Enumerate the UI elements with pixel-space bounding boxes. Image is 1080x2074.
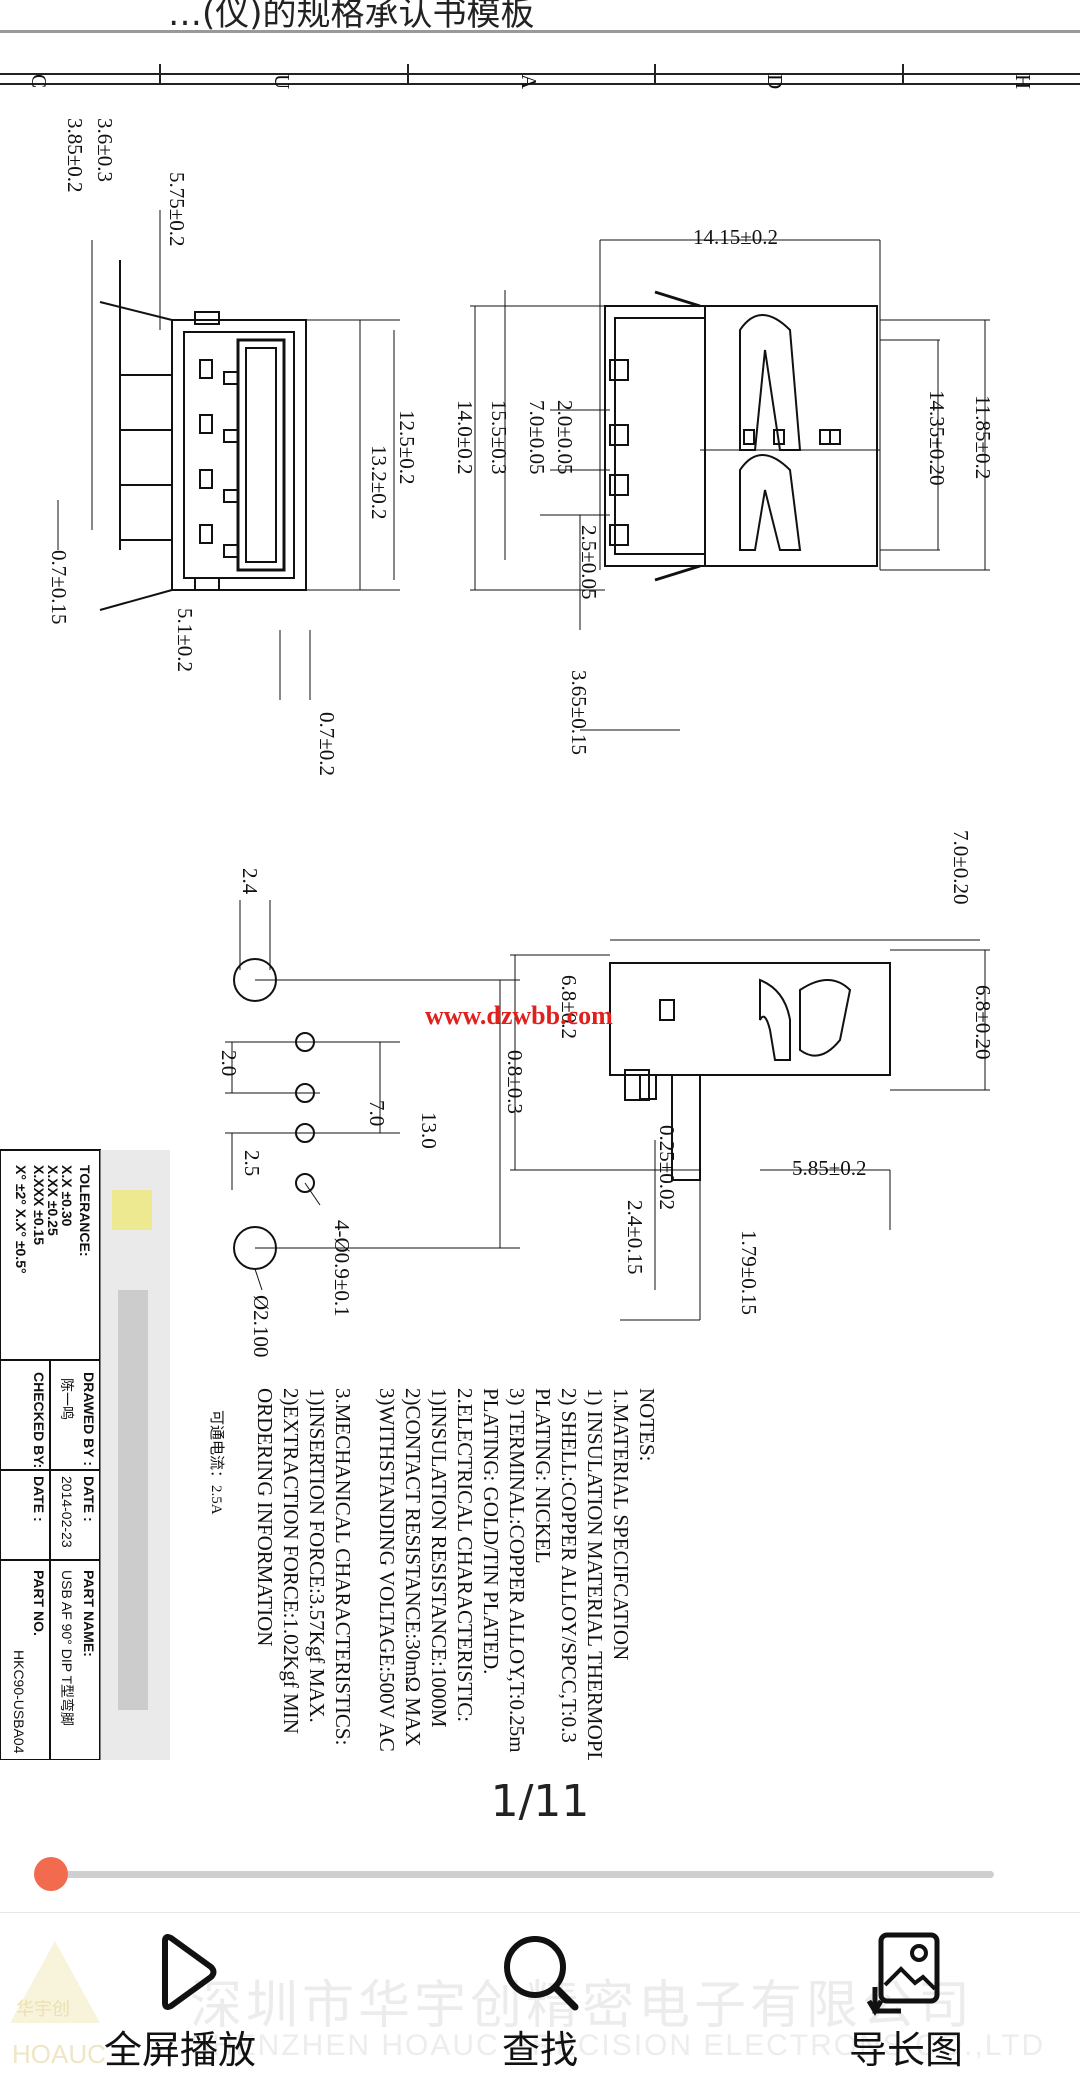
part-name-label: PART NAME:	[81, 1570, 97, 1657]
grid-letter-h: H	[1011, 74, 1035, 89]
dim-0-7-015: 0.7±0.15	[47, 550, 71, 625]
slider-track[interactable]	[44, 1871, 994, 1878]
fp-dim-mount: Ø2.100	[249, 1295, 273, 1357]
svg-text:2.ELECTRICAL CHARACTERISTIC:: 2.ELECTRICAL CHARACTERISTIC:	[453, 1388, 477, 1722]
blurred-area	[100, 1150, 170, 1760]
dim-11-85: 11.85±0.2	[971, 395, 995, 479]
dim-2-0: 2.0±0.05	[553, 400, 577, 475]
svg-text:1) INSULATION MATERIAL THERMOP: 1) INSULATION MATERIAL THERMOPLAS	[583, 1388, 607, 1760]
export-long-image-label: 导长图	[848, 2028, 963, 2072]
fp-dim-7-0: 7.0	[365, 1100, 389, 1126]
dim-7-0-020: 7.0±0.20	[949, 830, 973, 905]
dim-14-0: 14.0±0.2	[453, 400, 477, 475]
find-button[interactable]: 查找	[420, 1927, 660, 2072]
date-value: 2014-02-23	[59, 1476, 75, 1548]
dim-14-15: 14.15±0.2	[693, 225, 778, 249]
grid-letter-u: U	[270, 74, 294, 89]
grid-letter-d: D	[763, 74, 787, 89]
dim-5-75: 5.75±0.2	[165, 172, 189, 247]
svg-text:3) TERMINAL:COPPER ALLOY,T:0.2: 3) TERMINAL:COPPER ALLOY,T:0.25m	[505, 1388, 529, 1753]
fullscreen-play-button[interactable]: 全屏播放	[60, 1927, 300, 2072]
dim-2-4-015: 2.4±0.15	[623, 1200, 647, 1275]
find-label: 查找	[501, 2028, 578, 2072]
grid-letter-c: C	[27, 74, 51, 88]
dim-0-7-02: 0.7±0.2	[315, 712, 339, 776]
svg-text:华宇创: 华宇创	[16, 1999, 70, 2020]
part-name-value: USB AF 90° DIP T型弯脚	[59, 1570, 75, 1726]
dim-6-8-02: 6.8±0.2	[557, 975, 581, 1039]
company-watermark: 深圳市华宇创精密电子有限公司	[190, 1976, 975, 2036]
dim-0-8: 0.8±0.3	[503, 1050, 527, 1114]
footprint-view	[225, 900, 520, 1291]
svg-text:ORDERING INFORMATION: ORDERING INFORMATION	[253, 1388, 277, 1646]
svg-text:1)INSULATION RESISTANCE:1000M: 1)INSULATION RESISTANCE:1000M	[427, 1388, 451, 1728]
dim-12-5: 12.5±0.2	[395, 410, 419, 485]
fp-dim-13-0: 13.0	[417, 1112, 441, 1149]
dim-5-85: 5.85±0.2	[792, 1156, 867, 1180]
search-icon	[504, 1936, 579, 2011]
bottom-toolbar: 华宇创 HOAUC 深圳市华宇创精密电子有限公司 SHENZHEN HOAUC …	[0, 1912, 1080, 2074]
svg-text:3)WITHSTANDING VOLTAGE:500V AC: 3)WITHSTANDING VOLTAGE:500V AC	[375, 1388, 399, 1752]
svg-text:HOAUC: HOAUC	[12, 2039, 106, 2069]
dim-1-79: 1.79±0.15	[737, 1230, 761, 1315]
fp-dim-2-5: 2.5	[240, 1150, 264, 1176]
fp-dim-holes: 4-Ø0.9±0.1	[330, 1220, 354, 1317]
dim-15-5: 15.5±0.3	[487, 400, 511, 475]
current-note: 可通电流：2.5A	[208, 1410, 225, 1515]
part-no-label: PART NO.	[31, 1570, 47, 1636]
notes-block: NOTES: 1.MATERIAL SPECIFCATION 1) INSULA…	[253, 1388, 659, 1760]
dim-3-65: 3.65±0.15	[567, 670, 591, 755]
top-strip: …(仪)的规格承认书模板	[0, 0, 1080, 34]
fp-dim-2-0: 2.0	[217, 1050, 241, 1076]
front-view	[57, 210, 400, 700]
grid-letter-a: A	[517, 74, 541, 90]
date-label: DATE :	[81, 1476, 97, 1522]
svg-text:1)INSERTION FORCE:3.57Kgf MAX.: 1)INSERTION FORCE:3.57Kgf MAX.	[305, 1388, 329, 1723]
tolerance-angle: X° ±2° X.X° ±0.5°	[13, 1165, 29, 1274]
long-image-icon	[866, 1932, 940, 2016]
date2-label: DATE :	[31, 1476, 47, 1522]
dim-14-35: 14.35±0.20	[925, 390, 949, 486]
checked-by-label: CHECKED BY:	[31, 1372, 47, 1468]
svg-text:PLATING: NICKEL: PLATING: NICKEL	[531, 1388, 555, 1564]
part-no-value: HKC90-USBA04	[11, 1650, 27, 1754]
drawn-by-value: 陈一鸣	[59, 1378, 75, 1420]
dim-3-85: 3.85±0.2	[63, 118, 87, 193]
side-view	[510, 939, 990, 1321]
top-view	[470, 239, 990, 731]
svg-text:1.MATERIAL SPECIFCATION: 1.MATERIAL SPECIFCATION	[609, 1388, 633, 1660]
tolerance-xxx: X.XXX ±0.15	[31, 1165, 47, 1245]
document-title-fragment: …(仪)的规格承认书模板	[168, 0, 535, 34]
slider-thumb[interactable]	[34, 1857, 68, 1891]
tolerance-label: TOLERANCE:	[77, 1165, 93, 1257]
fullscreen-play-label: 全屏播放	[103, 2028, 256, 2072]
play-icon	[162, 1934, 217, 2010]
dim-3-6: 3.6±0.3	[93, 118, 117, 182]
svg-text:2)CONTACT RESISTANCE:30mΩ MAX: 2)CONTACT RESISTANCE:30mΩ MAX	[401, 1388, 425, 1746]
dim-2-5: 2.5±0.05	[577, 525, 601, 600]
dim-7-0: 7.0±0.05	[525, 400, 549, 475]
svg-text:PLATING: GOLD/TIN PLATED.: PLATING: GOLD/TIN PLATED.	[479, 1388, 503, 1674]
svg-text:3.MECHANICAL CHARACTERISTICS:: 3.MECHANICAL CHARACTERISTICS:	[331, 1388, 355, 1745]
tolerance-x: X.X ±0.30	[59, 1165, 75, 1227]
dim-13-2: 13.2±0.2	[367, 445, 391, 520]
company-watermark-en: SHENZHEN HOAUC PRECISION ELECTRONS CO.,L…	[190, 2029, 1046, 2062]
fp-dim-2-4: 2.4	[238, 868, 262, 895]
svg-text:2)EXTRACTION FORCE:1.02Kgf MIN: 2)EXTRACTION FORCE:1.02Kgf MIN	[279, 1388, 303, 1734]
dim-5-1: 5.1±0.2	[173, 608, 197, 672]
technical-drawing: C U A D H 3.6±0.3 3.85±0.2	[0, 30, 1080, 1760]
tolerance-xx: X.XX ±0.25	[45, 1165, 61, 1236]
svg-text:2) SHELL:COPPER ALLOY/SPCC,T:0: 2) SHELL:COPPER ALLOY/SPCC,T:0.3	[557, 1388, 581, 1743]
export-long-image-button[interactable]: 导长图	[786, 1927, 1026, 2072]
logo-watermark-icon: 华宇创 HOAUC	[10, 1941, 106, 2069]
site-watermark: www.dzwbb.com	[425, 1001, 613, 1030]
dim-0-25: 0.25±0.02	[655, 1125, 679, 1210]
page-slider[interactable]	[34, 1856, 994, 1892]
svg-text:NOTES:: NOTES:	[635, 1388, 659, 1462]
page-indicator: 1/11	[490, 1776, 590, 1827]
dim-6-8-020: 6.8±0.20	[971, 985, 995, 1060]
drawn-by-label: DRAWED BY :	[81, 1372, 97, 1466]
